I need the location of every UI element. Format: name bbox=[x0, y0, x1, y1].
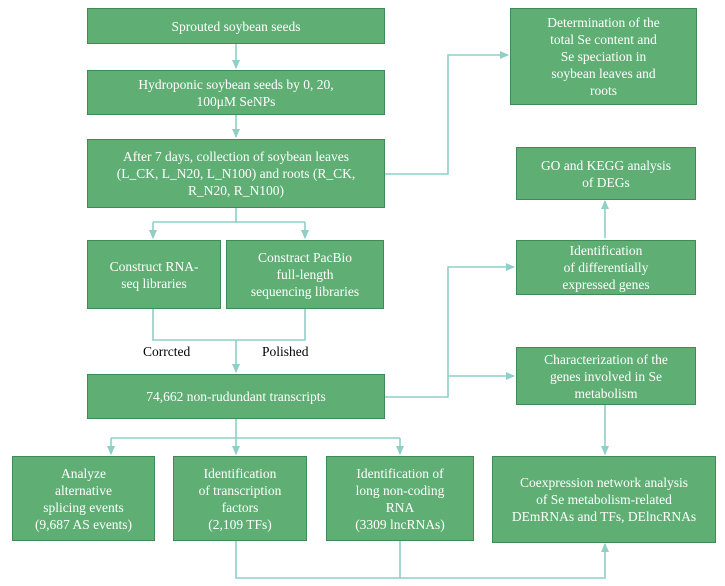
arrow-bottom-to-coexpression bbox=[400, 543, 609, 579]
node-nonredundant-transcripts: 74,662 non-rudundant transcripts bbox=[87, 374, 385, 419]
arrow-transcripts-to-degs bbox=[383, 263, 515, 398]
node-sprouted-seeds: Sprouted soybean seeds bbox=[87, 8, 385, 44]
node-sample-collection: After 7 days, collection of soybean leav… bbox=[87, 139, 385, 208]
arrow-rnaseq-merge bbox=[152, 309, 306, 341]
node-go-kegg-analysis: GO and KEGG analysis of DEGs bbox=[516, 147, 696, 200]
arrow-collection-to-libraries bbox=[153, 208, 237, 223]
label-polished: Polished bbox=[262, 344, 309, 359]
label-corrected: Corrcted bbox=[143, 344, 191, 359]
node-pacbio-libraries: Constract PacBio full-length sequencing … bbox=[226, 240, 384, 309]
node-alternative-splicing: Analyze alternative splicing events (9,6… bbox=[12, 456, 155, 541]
node-rnaseq-libraries: Construct RNA- seq libraries bbox=[87, 240, 221, 309]
arrow-collection-to-se-content bbox=[383, 51, 509, 175]
node-hydroponic-treatment: Hydroponic soybean seeds by 0, 20, 100μM… bbox=[87, 70, 385, 115]
arrow-tfs-lncrna-to-coexpression bbox=[235, 541, 401, 579]
node-coexpression-network: Coexpression network analysis of Se meta… bbox=[492, 456, 716, 543]
node-transcription-factors: Identification of transcription factors … bbox=[173, 456, 307, 541]
node-se-metabolism-genes: Characterization of the genes involved i… bbox=[516, 347, 696, 405]
node-lncrna: Identification of long non-coding RNA (3… bbox=[326, 456, 474, 541]
node-se-content: Determination of the total Se content an… bbox=[510, 8, 697, 105]
node-degs: Identification of differentially express… bbox=[516, 240, 696, 295]
